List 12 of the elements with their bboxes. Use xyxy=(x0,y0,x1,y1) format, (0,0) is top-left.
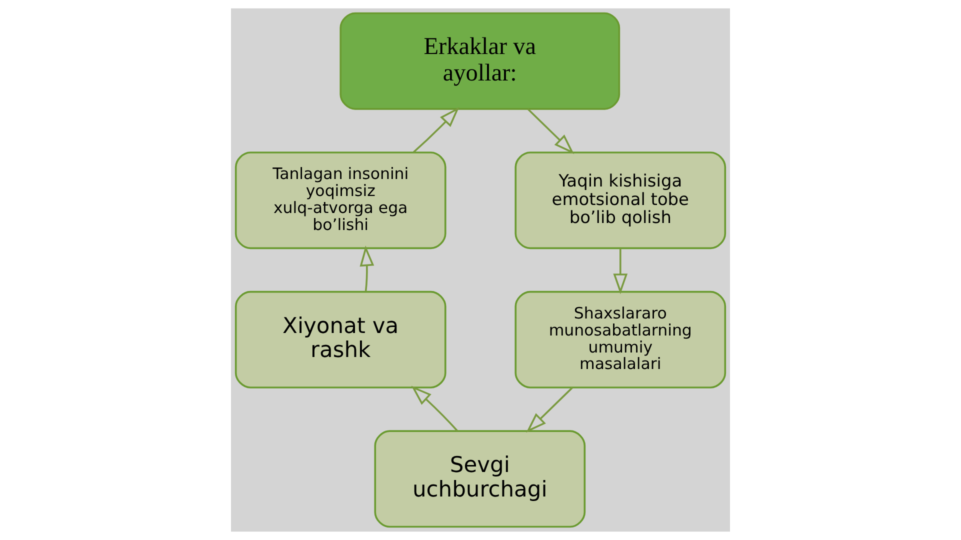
arrow xyxy=(613,248,628,294)
node-box: Xiyonat va rashk xyxy=(234,290,446,388)
node-box: Erkaklar va ayollar: xyxy=(340,12,620,110)
node-box: Tanlagan insonini yoqimsiz xulq-atvorga ega bo’lishi xyxy=(234,152,446,250)
arrow xyxy=(411,386,458,432)
arrow xyxy=(412,107,460,153)
node-box: Sevgi uchburchagi xyxy=(374,430,586,528)
node-box: Shaxslararo munosabatlarning umumiy masalalari xyxy=(514,290,726,388)
arrow xyxy=(526,386,574,433)
node-box: Yaqin kishisiga emotsional tobe bo’lib qolish xyxy=(514,152,726,250)
arrow xyxy=(527,108,574,154)
arrow xyxy=(360,246,374,292)
